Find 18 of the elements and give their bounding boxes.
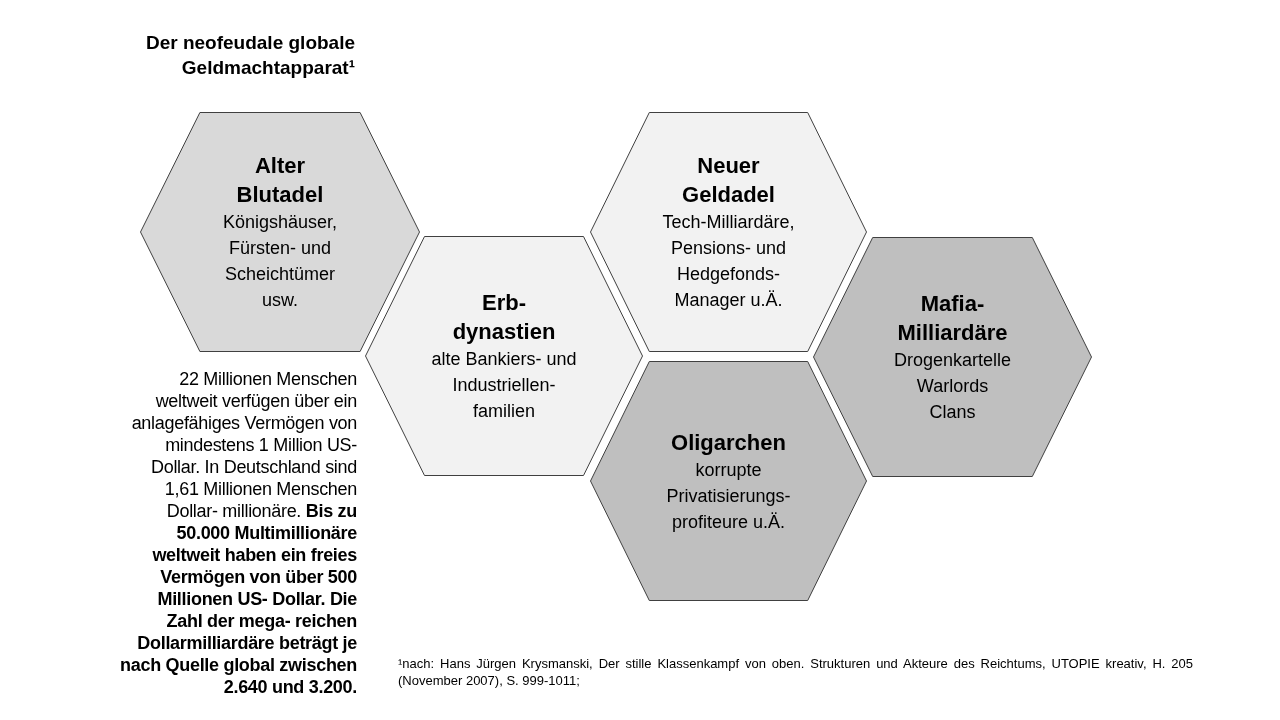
diagram-title: Der neofeudale globale Geldmachtapparat¹: [144, 31, 355, 80]
hexagon: [590, 361, 867, 601]
hexagon-text: Tech-Milliardäre, Pensions- und Hedgefonds- Manager u.Ä.: [661, 211, 796, 312]
hexagon-heading: Mafia- Milliardäre: [896, 290, 1009, 347]
hexagon-text: Drogenkartelle Warlords Clans: [892, 349, 1013, 424]
hexagon: [590, 112, 867, 352]
footnote: ¹nach: Hans Jürgen Krysmanski, Der stille Klassenkampf von oben. Strukturen und Akteure des Reichtums, UTOPIE kreativ, H. 205 (November 2007), S. 999-1011;: [398, 655, 1193, 689]
hexagon-text: korrupte Privatisierungs- profiteure u.Ä.: [665, 458, 792, 534]
note-text: 22 Millionen Menschen weltweit verfügen über ein anlagefähiges Vermögen von mindestens 1 Million US-Dollar. In Deutschland sind 1,61 Millionen Menschen Dollar- millionäre. Bis zu 50.000 Multimillionäre weltweit haben ein freies Vermögen von über 500 Millionen US- Dollar. Die Zahl der mega- reichen Dollarmilliardäre beträgt je nach Quelle global zwischen 2.640 und 3.200.: [119, 368, 357, 698]
hexagon-heading: Alter Blutadel: [235, 152, 325, 209]
hexagon-heading: Erb- dynastien: [451, 289, 557, 346]
hexagon: [365, 236, 643, 476]
hexagon-heading: Neuer Geldadel: [681, 152, 776, 209]
hexagon-text: Königshäuser, Fürsten- und Scheichtümer usw.: [221, 211, 339, 312]
hexagon-text: alte Bankiers- und Industriellen- familien: [430, 348, 578, 423]
hexagon: [140, 112, 420, 352]
hexagon-heading: Oligarchen: [670, 428, 787, 457]
hexagon: [813, 237, 1092, 477]
